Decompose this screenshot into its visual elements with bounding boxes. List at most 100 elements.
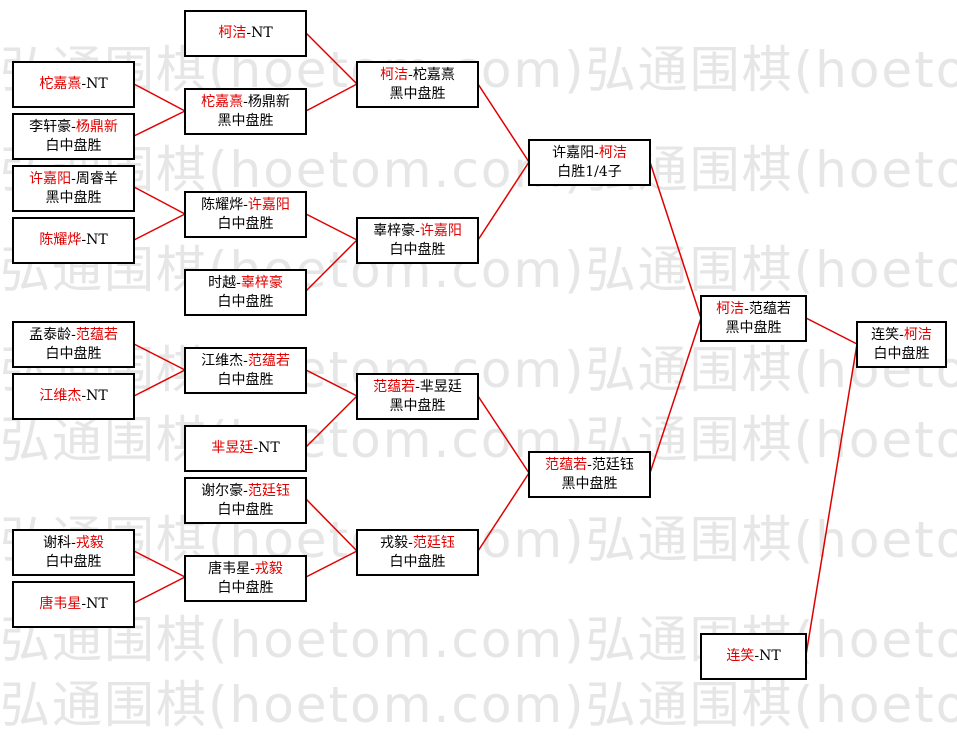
match-box: 许嘉阳-柯洁 白胜1/4子: [528, 139, 651, 186]
match-players: 柁嘉熹-杨鼎新: [201, 93, 290, 112]
bracket-connectors: [133, 32, 858, 656]
match-players: 谢科-戎毅: [43, 534, 104, 553]
separator: -: [81, 388, 87, 404]
player: NT: [86, 232, 108, 248]
connector: [805, 317, 858, 345]
match-players: 辜梓豪-许嘉阳: [373, 222, 462, 241]
match-box: 谢科-戎毅 白中盘胜: [12, 529, 135, 576]
match-players: 芈昱廷-NT: [211, 439, 279, 458]
match-box: 柯洁-柁嘉熹 黑中盘胜: [356, 61, 479, 108]
separator: -: [744, 300, 749, 317]
separator: -: [243, 482, 248, 499]
separator: -: [243, 196, 248, 213]
match-box: 陈耀烨-许嘉阳 白中盘胜: [184, 191, 307, 238]
match-box: 柯洁-NT: [184, 10, 307, 57]
player: 李轩豪: [29, 118, 72, 135]
connector: [649, 161, 702, 319]
match-box: 戎毅-范廷钰 白中盘胜: [356, 529, 479, 576]
match-box: 连笑-NT: [700, 633, 807, 680]
connector: [133, 213, 186, 241]
player: 杨鼎新: [247, 93, 290, 110]
connector: [477, 83, 530, 163]
match-box: 柁嘉熹-NT: [12, 61, 135, 108]
connector: [133, 576, 186, 604]
connector: [305, 369, 358, 397]
player: NT: [759, 648, 781, 664]
player-winner: 范蕴若: [373, 378, 416, 395]
watermark: 弘通围棋(hoetom.com)弘通围棋(hoetom.com): [0, 141, 957, 199]
separator: -: [71, 118, 76, 135]
player: NT: [86, 596, 108, 612]
separator: -: [81, 232, 87, 248]
match-box-final: 连笑-柯洁 白中盘胜: [856, 321, 947, 368]
separator: -: [246, 25, 252, 41]
player-winner: 辜梓豪: [240, 274, 283, 291]
player-winner: 陈耀烨: [39, 232, 82, 248]
separator: -: [81, 76, 87, 92]
player: NT: [86, 76, 108, 92]
match-result: 白中盘胜: [45, 345, 102, 362]
separator: -: [71, 170, 76, 187]
match-result: 白中盘胜: [389, 553, 446, 570]
match-box: 时越-辜梓豪 白中盘胜: [184, 269, 307, 316]
connector: [305, 498, 358, 552]
match-box: 范蕴若-范廷钰 黑中盘胜: [528, 451, 651, 498]
player-winner: 柯洁: [903, 326, 932, 343]
separator: -: [243, 352, 248, 369]
match-box: 范蕴若-芈昱廷 黑中盘胜: [356, 373, 479, 420]
player: 戎毅: [380, 534, 409, 551]
player-winner: 连笑: [726, 648, 755, 664]
match-box: 芈昱廷-NT: [184, 425, 307, 472]
match-result: 黑中盘胜: [45, 189, 102, 206]
match-result: 白中盘胜: [389, 241, 446, 258]
connector: [477, 161, 530, 241]
connector: [133, 343, 186, 371]
player-winner: 许嘉阳: [29, 170, 72, 187]
match-players: 许嘉阳-柯洁: [552, 144, 627, 163]
match-box: 许嘉阳-周睿羊 黑中盘胜: [12, 165, 135, 212]
match-result: 白中盘胜: [217, 501, 274, 518]
player-winner: 范蕴若: [75, 326, 118, 343]
player-winner: 许嘉阳: [247, 196, 290, 213]
match-players: 唐韦星-戎毅: [208, 560, 283, 579]
match-players: 范蕴若-芈昱廷: [373, 378, 462, 397]
match-box: 唐韦星-戎毅 白中盘胜: [184, 555, 307, 602]
separator: -: [81, 596, 87, 612]
player: 连笑: [871, 326, 900, 343]
match-box: 谢尔豪-范廷钰 白中盘胜: [184, 477, 307, 524]
match-box: 唐韦星-NT: [12, 581, 135, 628]
match-result: 白中盘胜: [217, 215, 274, 232]
connector: [305, 395, 358, 448]
player: 时越: [208, 274, 237, 291]
match-result: 白胜1/4子: [557, 163, 622, 180]
player-winner: 柁嘉熹: [201, 93, 244, 110]
player: 陈耀烨: [201, 196, 244, 213]
match-players: 陈耀烨-NT: [39, 231, 107, 250]
match-players: 连笑-柯洁: [871, 326, 932, 345]
match-result: 白中盘胜: [217, 371, 274, 388]
connector: [477, 395, 530, 474]
match-players: 时越-辜梓豪: [208, 274, 283, 293]
player: 范廷钰: [591, 456, 634, 473]
match-result: 白中盘胜: [45, 553, 102, 570]
player: NT: [258, 440, 280, 456]
connector: [477, 472, 530, 552]
player: NT: [251, 25, 273, 41]
match-box: 柁嘉熹-杨鼎新 黑中盘胜: [184, 88, 307, 135]
match-players: 陈耀烨-许嘉阳: [201, 196, 290, 215]
connector: [649, 317, 702, 474]
connector: [305, 239, 358, 292]
player: 范蕴若: [748, 300, 791, 317]
match-result: 白中盘胜: [217, 293, 274, 310]
player: 芈昱廷: [419, 378, 462, 395]
match-box: 孟泰龄-范蕴若 白中盘胜: [12, 321, 135, 368]
separator: -: [71, 534, 76, 551]
player: 谢科: [43, 534, 72, 551]
player: 唐韦星: [208, 560, 251, 577]
player-winner: 杨鼎新: [75, 118, 118, 135]
player-winner: 柯洁: [598, 144, 627, 161]
connector: [305, 32, 358, 85]
separator: -: [408, 66, 413, 83]
player-winner: 范廷钰: [247, 482, 290, 499]
player: NT: [86, 388, 108, 404]
